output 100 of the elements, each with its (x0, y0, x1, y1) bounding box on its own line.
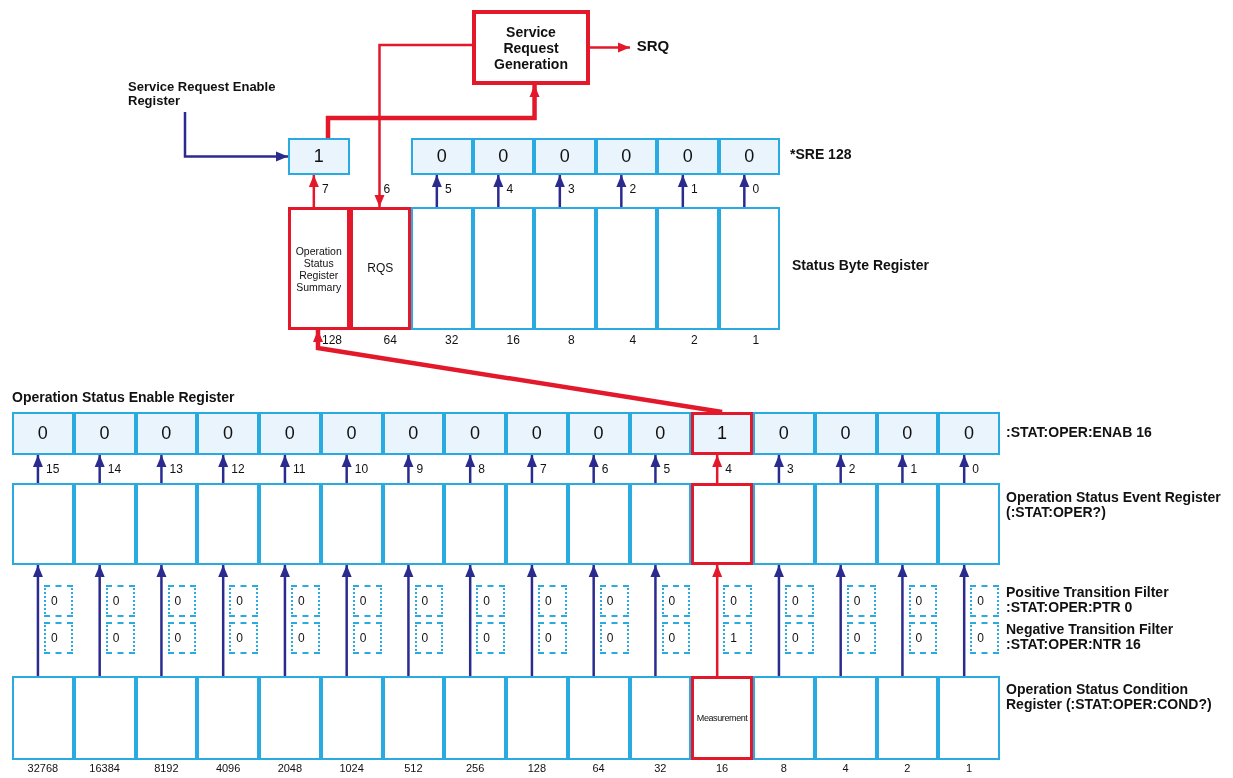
arrow (465, 455, 476, 483)
arrow (773, 455, 784, 483)
register-name: Service Request Enable Register (128, 76, 318, 112)
arrow (588, 455, 599, 483)
register-name: Operation Status Enable Register (12, 390, 235, 405)
arrow (897, 455, 908, 483)
filter-cell: 0 (661, 622, 691, 654)
register-cell (472, 207, 534, 330)
filter-cell: 0 (785, 622, 814, 654)
filter-cell: 0 (352, 622, 382, 654)
register-cell (444, 676, 506, 760)
arrow (712, 565, 723, 676)
register-cell: 0 (876, 412, 939, 455)
register-cell: 0 (938, 412, 1000, 455)
bit-number: 13 (169, 462, 183, 476)
arrow (526, 565, 537, 676)
filter-cell: 0 (291, 585, 320, 617)
filter-cell: 0 (414, 622, 444, 654)
register-cell (12, 676, 74, 760)
bit-number: 9 (416, 462, 424, 476)
filter-cell: 0 (599, 622, 629, 654)
register-cell (876, 483, 939, 565)
bit-weight: 512 (403, 762, 424, 774)
arrow (554, 175, 565, 207)
register-cell: 0 (534, 138, 596, 175)
arrow (218, 455, 229, 483)
arrow (739, 175, 750, 207)
arrow (431, 175, 442, 207)
register-cell: 0 (595, 138, 657, 175)
bit-weight: 1024 (338, 762, 365, 774)
register-cell (135, 676, 198, 760)
bit-number: 3 (787, 462, 794, 476)
bit-weight: 64 (591, 762, 606, 774)
bit-weight: 4 (841, 762, 850, 774)
bit-weight: 32768 (26, 762, 60, 774)
filter-cell: 0 (476, 585, 505, 617)
bit-weight: 1 (752, 333, 760, 347)
arrow (588, 565, 599, 676)
filter-cell: 0 (291, 622, 320, 654)
register-cell: 0 (12, 412, 74, 455)
bit-number: 5 (445, 182, 452, 196)
filter-cell: 0 (105, 622, 135, 654)
register-cell (876, 676, 939, 760)
register-cell (320, 676, 383, 760)
arrow (773, 565, 784, 676)
bit-weight: 2048 (276, 762, 304, 774)
register-cell (534, 207, 596, 330)
register-name: Negative Transition Filter :STAT:OPER:NTR 16 (1006, 622, 1175, 652)
bit-number: 1 (691, 182, 698, 196)
register-cell: 0 (718, 138, 780, 175)
register-cell: Operation Status Register Summary (288, 207, 350, 330)
filter-cell: 0 (167, 622, 197, 654)
register-cell (259, 483, 321, 565)
filter-cell: 0 (229, 585, 258, 617)
register-cell (259, 676, 321, 760)
arrow (374, 43, 472, 207)
arrow (279, 565, 290, 676)
register-cell (411, 207, 473, 330)
filter-cell: 0 (599, 585, 629, 617)
register-cell: 1 (288, 138, 350, 175)
arrow (325, 85, 540, 138)
register-cell (718, 207, 780, 330)
register-cell (73, 483, 136, 565)
arrow (650, 565, 661, 676)
filter-cell: 0 (908, 585, 938, 617)
register-cell (657, 207, 719, 330)
arrow (403, 565, 414, 676)
filter-cell: 0 (44, 622, 73, 654)
register-cell (938, 676, 1000, 760)
bit-number: 11 (293, 462, 306, 476)
bit-number: 8 (478, 462, 485, 476)
register-cell: 0 (567, 412, 630, 455)
register-cell (814, 483, 877, 565)
filter-cell: 0 (538, 585, 567, 617)
bit-number: 7 (322, 182, 329, 196)
bit-weight: 4096 (214, 762, 242, 774)
register-cell (814, 676, 877, 760)
register-cell (382, 676, 445, 760)
arrow (94, 565, 105, 676)
arrow (465, 565, 476, 676)
filter-cell: 0 (908, 622, 938, 654)
register-cell: 0 (444, 412, 506, 455)
bit-weight: 16384 (88, 762, 121, 774)
register-cell (938, 483, 1000, 565)
bit-weight: 256 (464, 762, 486, 774)
arrow (677, 175, 688, 207)
arrow (590, 42, 630, 53)
bit-weight: 16 (715, 762, 730, 774)
filter-cell: 0 (167, 585, 197, 617)
bit-weight: 32 (445, 333, 459, 347)
filter-cell: 0 (414, 585, 444, 617)
register-cell: 0 (320, 412, 383, 455)
arrow (341, 455, 352, 483)
arrow (156, 455, 167, 483)
bit-number: 2 (629, 182, 637, 196)
arrow (526, 455, 537, 483)
bit-number: 6 (383, 182, 391, 196)
bit-weight: 16 (506, 333, 520, 347)
register-cell: 0 (197, 412, 259, 455)
register-cell (629, 483, 692, 565)
